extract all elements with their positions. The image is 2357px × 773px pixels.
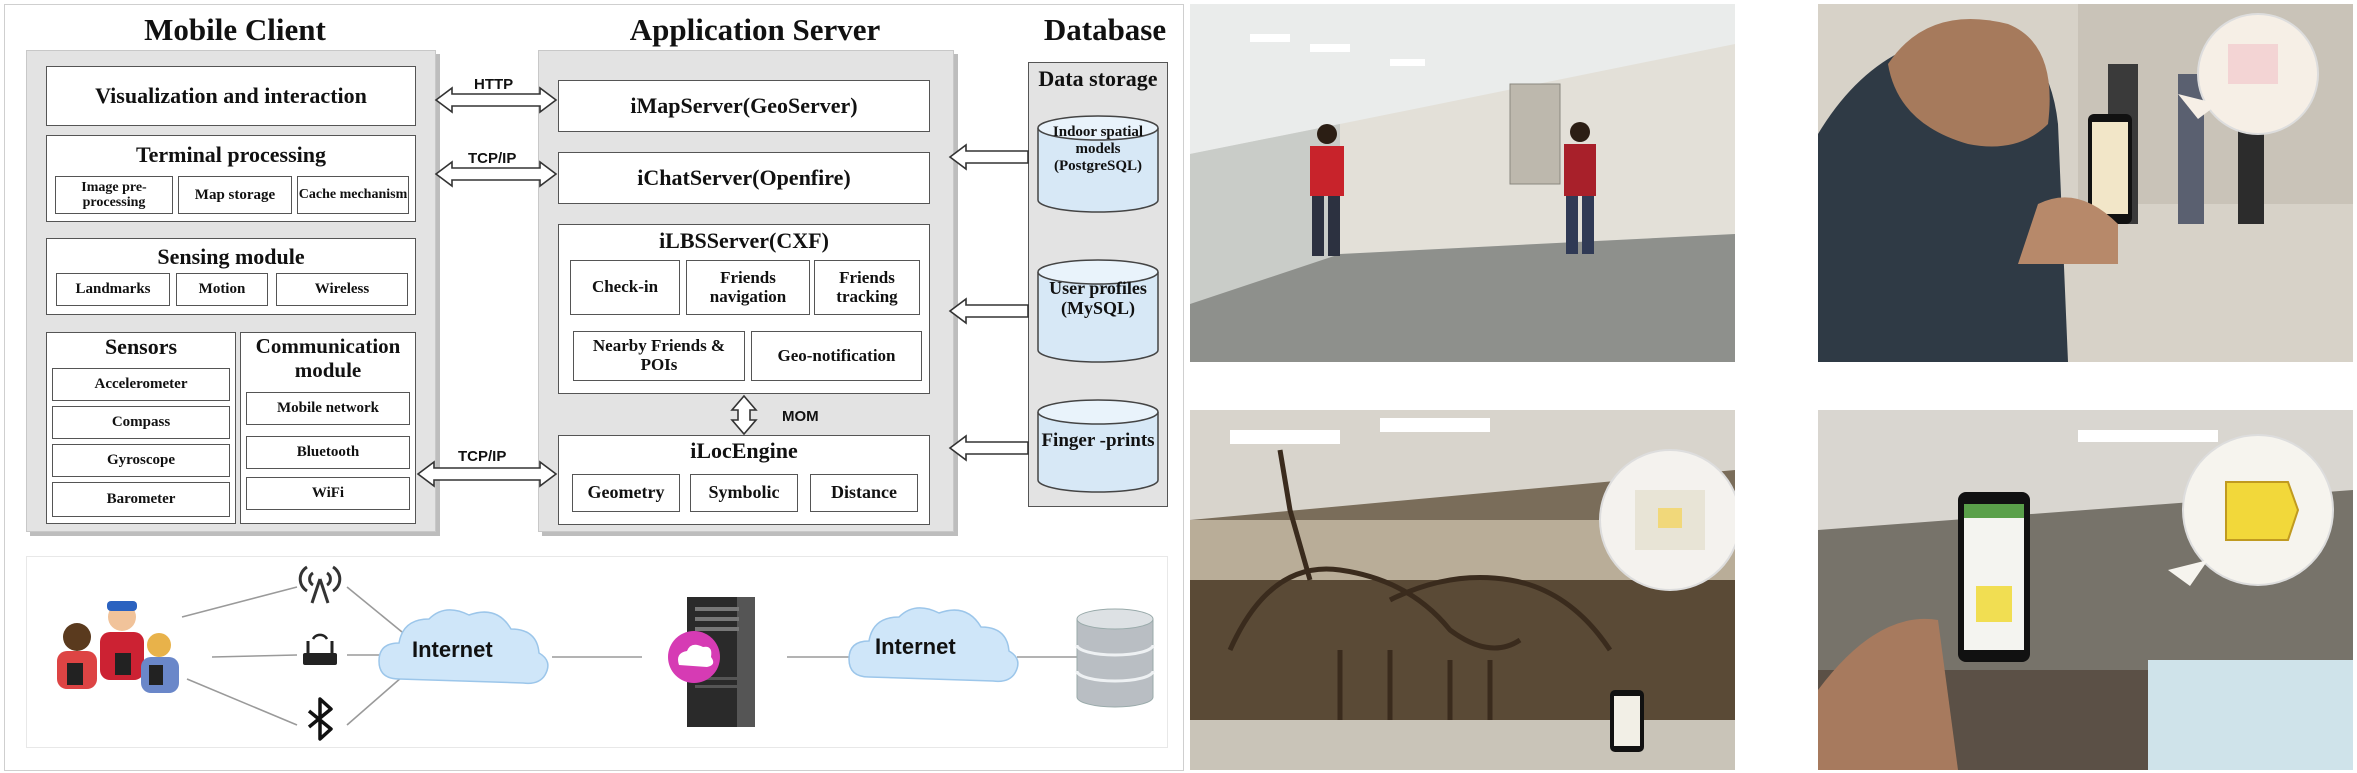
accelerometer-box: Accelerometer — [52, 368, 230, 401]
ilbsserver-title: iLBSServer(CXF) — [659, 228, 829, 253]
mom-double-arrow — [730, 394, 758, 436]
photo-corridor — [1190, 4, 1735, 362]
compass-box: Compass — [52, 406, 230, 439]
distance-box: Distance — [810, 474, 918, 512]
friends-navigation-box: Friends navigation — [686, 260, 810, 315]
barometer-box: Barometer — [52, 482, 230, 517]
network-illustration — [57, 565, 1155, 741]
check-in-box: Check-in — [570, 260, 680, 315]
landmarks-box: Landmarks — [56, 273, 170, 306]
wireless-box: Wireless — [276, 273, 408, 306]
header-database: Database — [1043, 12, 1167, 47]
tcpip-bottom-double-arrow — [416, 460, 558, 488]
users-icon — [57, 601, 179, 693]
ichatserver-box: iChatServer(Openfire) — [558, 152, 930, 204]
dinosaur-hall-scene — [1190, 410, 1735, 770]
man-phone-scene — [1818, 4, 2353, 362]
user-profiles-label: User profiles (MySQL) — [1049, 278, 1147, 319]
photo-man-with-phone — [1818, 4, 2353, 362]
corridor-scene — [1190, 4, 1735, 362]
bluetooth-icon — [307, 697, 333, 741]
header-application-server: Application Server — [629, 12, 881, 47]
http-label: HTTP — [474, 76, 514, 93]
cloud-icon — [378, 609, 549, 685]
motion-box: Motion — [176, 273, 268, 306]
photo-hand-with-phone — [1818, 410, 2353, 770]
friends-tracking-box: Friends tracking — [814, 260, 920, 315]
db-arrow-3 — [948, 434, 1029, 462]
ilocengine-title: iLocEngine — [690, 438, 798, 463]
data-storage-title: Data storage — [1038, 66, 1158, 91]
cylinder-fingerprints — [1037, 399, 1159, 493]
tcpip-top-label: TCP/IP — [468, 150, 517, 167]
bluetooth-box: Bluetooth — [246, 436, 410, 469]
diagram-connectors — [416, 86, 1159, 493]
wifi-box: WiFi — [246, 477, 410, 510]
nearby-friends-pois-box: Nearby Friends & POIs — [573, 331, 745, 381]
photo-dinosaur-hall — [1190, 410, 1735, 770]
communication-module-title: Communication module — [255, 334, 401, 383]
hand-phone-scene — [1818, 410, 2353, 770]
sensors-title: Sensors — [104, 334, 178, 359]
db-arrow-2 — [948, 297, 1029, 325]
tcpip-top-double-arrow — [434, 160, 558, 188]
wifi-tower-icon — [298, 565, 342, 604]
internet-cloud-1-label: Internet — [412, 637, 493, 662]
geo-notification-box: Geo-notification — [751, 331, 922, 381]
fingerprints-label: Finger -prints — [1041, 430, 1155, 451]
imapserver-box: iMapServer(GeoServer) — [558, 80, 930, 132]
cloud-icon — [848, 607, 1019, 683]
internet-cloud-2-label: Internet — [875, 634, 956, 659]
cylinder-user-profiles — [1037, 259, 1159, 363]
sensing-module-title: Sensing module — [157, 244, 305, 269]
cylinder-indoor-models — [1037, 115, 1159, 213]
visualization-box: Visualization and interaction — [46, 66, 416, 126]
db-arrow-1 — [948, 143, 1029, 171]
indoor-spatial-models-label: Indoor spatial models (PostgreSQL) — [1052, 124, 1144, 174]
router-icon — [303, 633, 337, 665]
image-preprocessing-box: Image pre-processing — [55, 176, 173, 214]
gyroscope-box: Gyroscope — [52, 444, 230, 477]
geometry-box: Geometry — [572, 474, 680, 512]
http-double-arrow — [434, 86, 558, 114]
header-mobile-client: Mobile Client — [144, 12, 326, 47]
symbolic-box: Symbolic — [690, 474, 798, 512]
terminal-processing-title: Terminal processing — [135, 142, 327, 167]
server-icon — [668, 597, 755, 727]
mom-label: MOM — [782, 408, 819, 425]
map-storage-box: Map storage — [178, 176, 292, 214]
tcpip-bottom-label: TCP/IP — [458, 448, 507, 465]
database-icon — [1075, 608, 1155, 708]
cache-mechanism-box: Cache mechanism — [297, 176, 409, 214]
mobile-network-box: Mobile network — [246, 392, 410, 425]
